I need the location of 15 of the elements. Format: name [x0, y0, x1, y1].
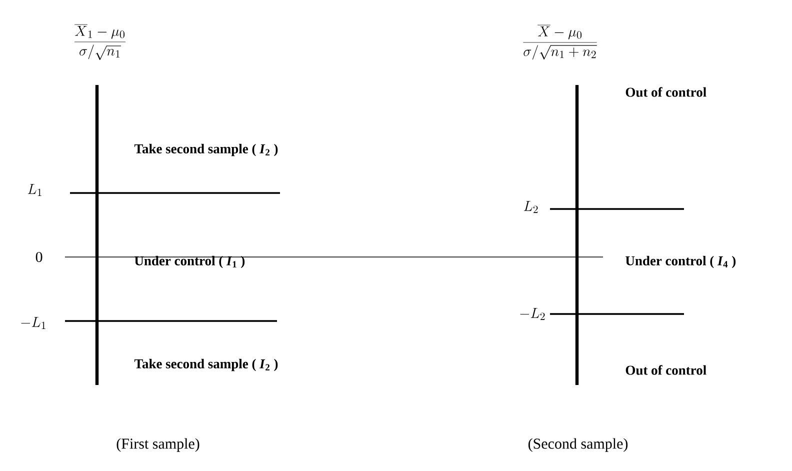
region-label: Under control ( I$_{4}$ ): [626, 256, 736, 268]
region-label: Out of control: [626, 87, 706, 97]
region-label: Out of control: [626, 365, 706, 375]
limit-label: 0: [36, 252, 42, 262]
limit-label: $-L_1$: [21, 317, 46, 329]
region-label: Take second sample ( I$_{2}$ ): [134, 358, 278, 372]
limit-label: $L_2$: [524, 201, 538, 213]
axis-formula: $\frac{\overline{X}-\mu_0}{\sigma/\sqrt{n_1+n_2}}$: [523, 25, 597, 60]
region-label: Under control ( I$_{1}$ ): [134, 256, 245, 268]
limit-label: $-L_2$: [520, 308, 545, 320]
axis-caption: (Second sample): [528, 438, 628, 452]
limit-label: $L_1$: [28, 184, 42, 196]
axis-formula: $\frac{\overline{X}_1-\mu_0}{\sigma/\sqrt{n_1}}$: [74, 24, 126, 60]
axis-caption: (First sample): [116, 438, 200, 452]
region-label: Take second sample ( I$_{2}$ ): [134, 144, 278, 156]
